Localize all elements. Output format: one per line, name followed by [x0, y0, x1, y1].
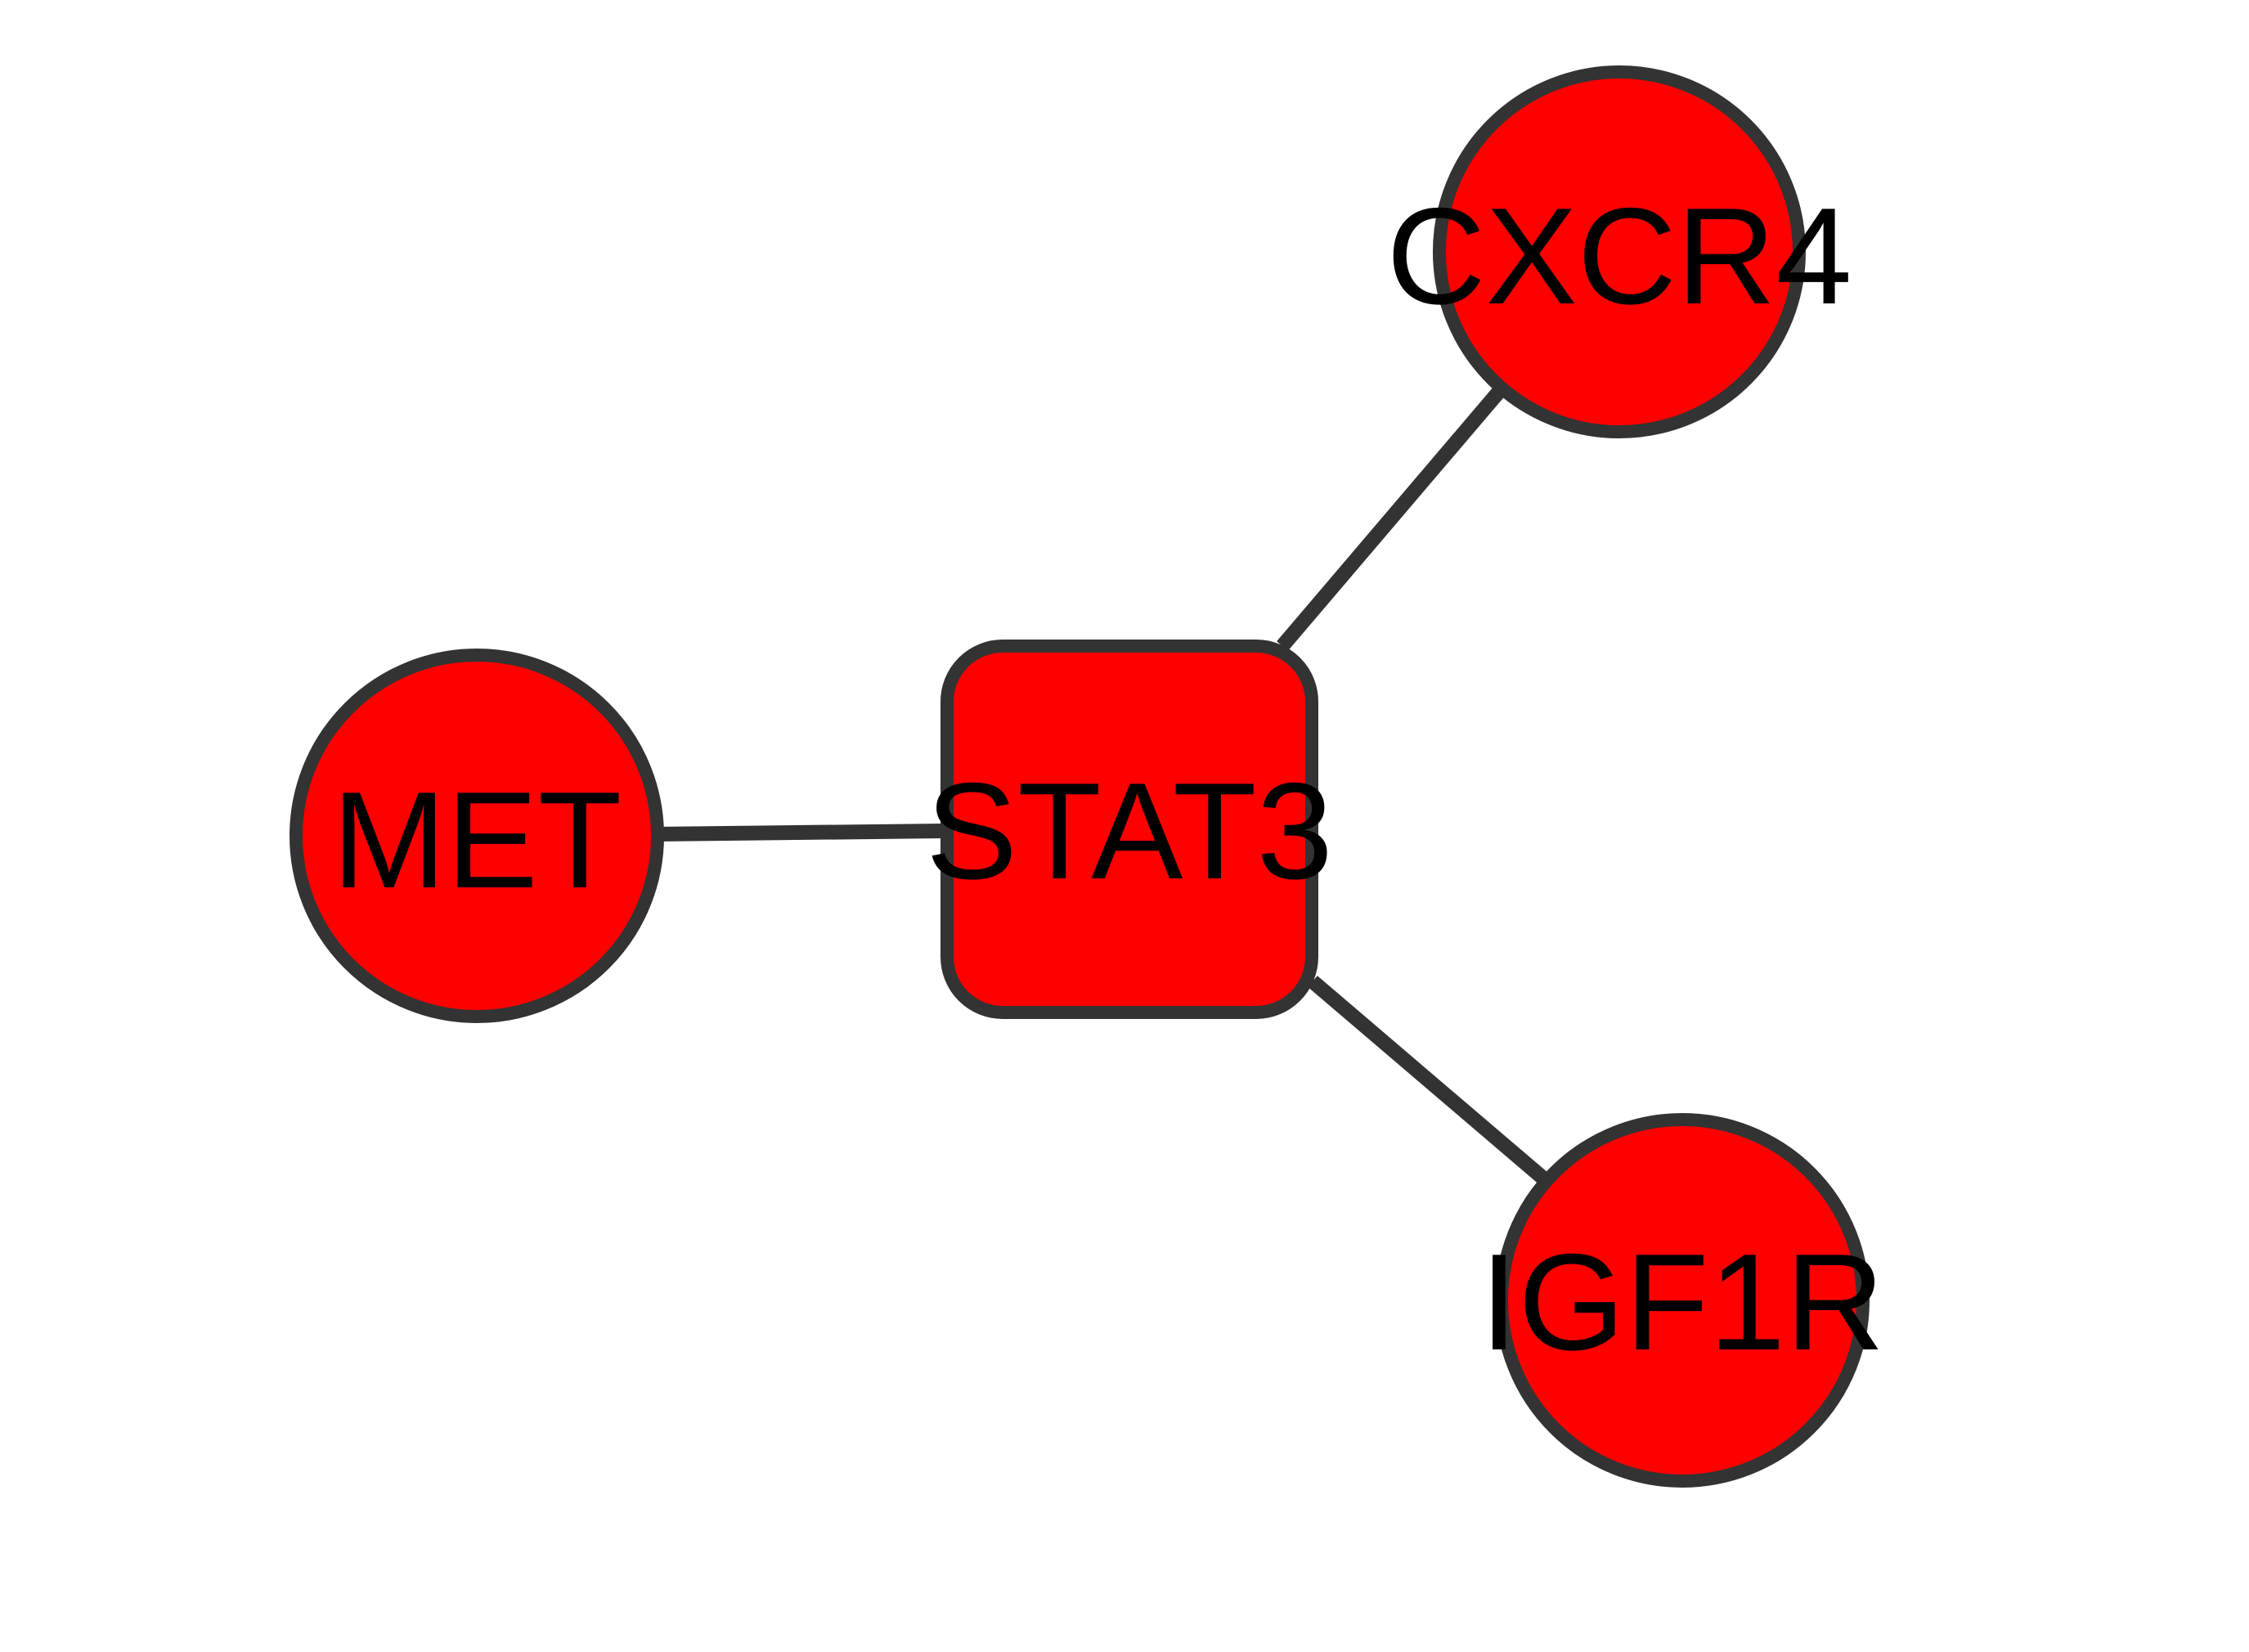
node-cxcr4-label: CXCR4 — [1386, 179, 1852, 333]
node-stat3[interactable]: STAT3 — [926, 640, 1333, 1019]
node-igf1r-label: IGF1R — [1480, 1225, 1885, 1379]
node-cxcr4-shape — [1433, 65, 1806, 438]
node-cxcr4[interactable]: CXCR4 — [1386, 65, 1852, 438]
node-met-shape — [290, 649, 664, 1023]
node-igf1r-shape — [1495, 1113, 1870, 1488]
edge-stat3-met — [653, 824, 945, 842]
edge-stat3-cxcr4 — [1277, 377, 1513, 651]
node-stat3-label: STAT3 — [926, 754, 1333, 908]
edge-stat3-igf1r — [1308, 976, 1552, 1187]
node-stat3-shape — [940, 640, 1318, 1019]
node-igf1r[interactable]: IGF1R — [1480, 1113, 1885, 1488]
edges — [653, 377, 1552, 1187]
node-met[interactable]: MET — [290, 649, 664, 1023]
node-met-label: MET — [332, 763, 622, 917]
